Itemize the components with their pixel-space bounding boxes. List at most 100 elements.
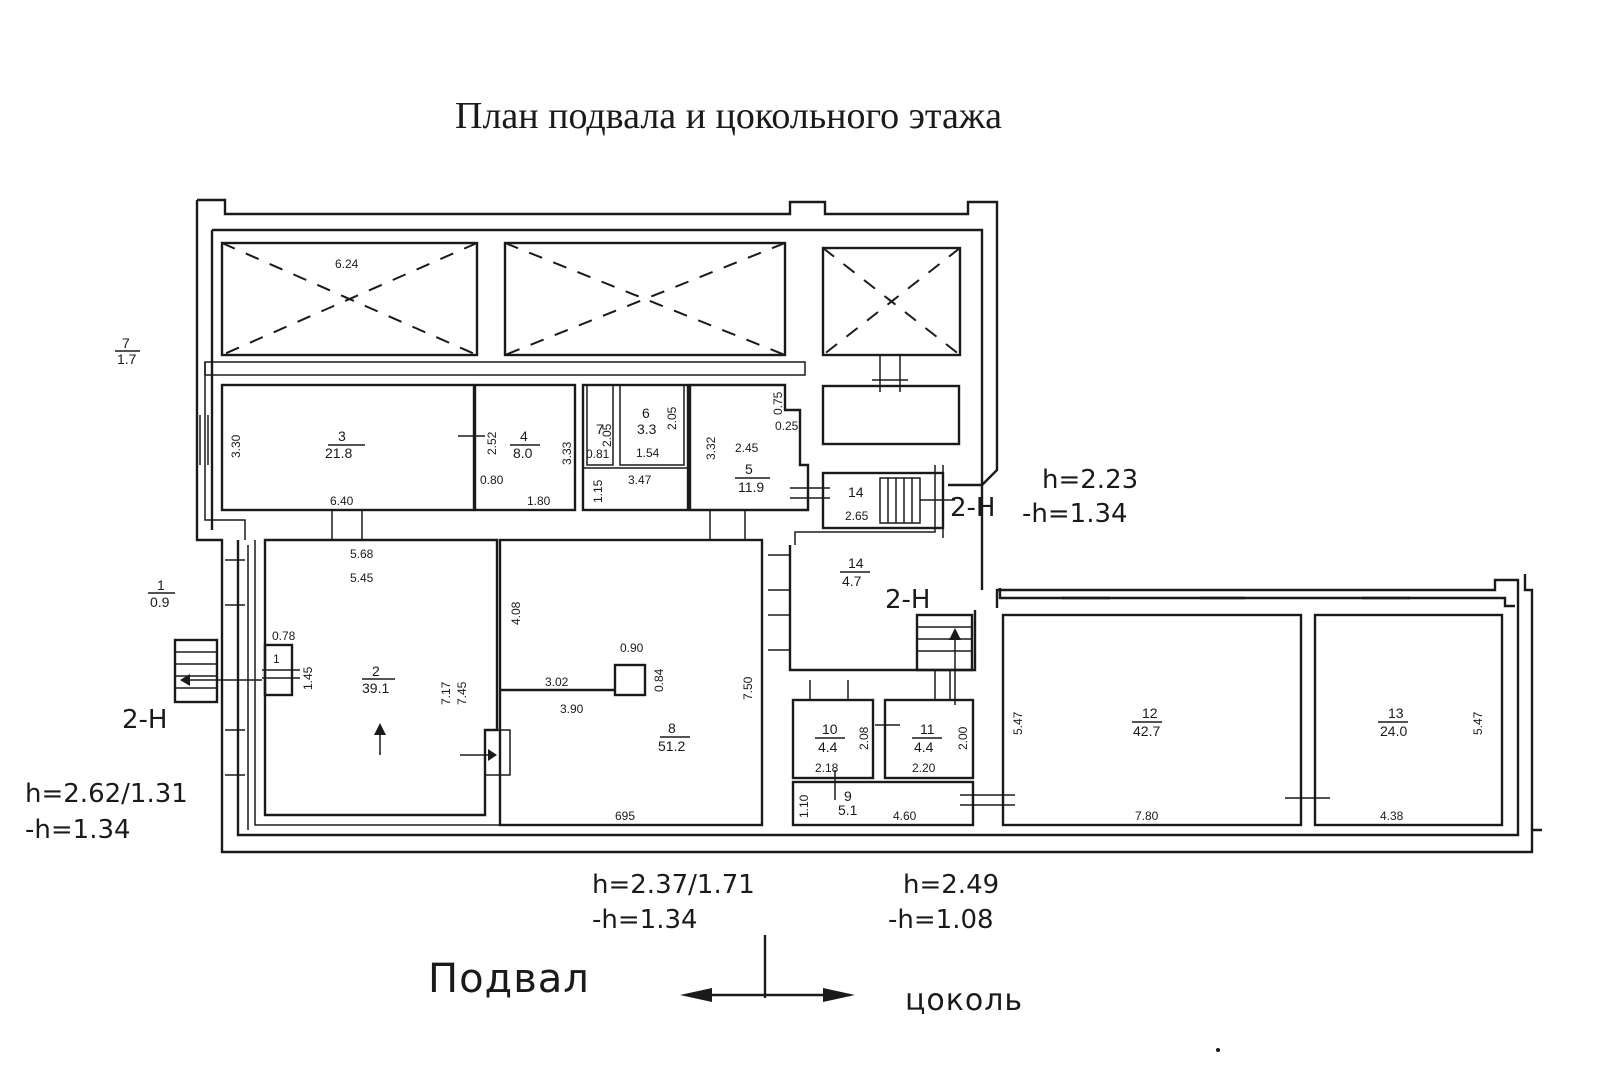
dim-2-00: 2.00: [956, 726, 970, 750]
dim-7-45: 7.45: [455, 681, 469, 705]
room-14-upper: 14 2.65: [794, 465, 955, 545]
room-1: 1: [262, 643, 300, 697]
room-4: 4 8.0 2.52 0.80 3.33 1.80: [458, 383, 577, 512]
outside-room-1: 1 0.9: [148, 577, 175, 610]
room-7-number: 7: [596, 421, 604, 437]
stair-label-top: 2-Н: [950, 493, 995, 523]
legend-basement: Подвал: [428, 956, 590, 1002]
room-9: 1.10 9 5.1 4.60: [791, 770, 1015, 827]
dim-3-32: 3.32: [704, 436, 718, 460]
room-3-area: 21.8: [325, 445, 352, 461]
room-11-area: 4.4: [914, 739, 934, 755]
entry-stair-left: [173, 559, 262, 776]
room-10: 10 4.4 2.08 2.18: [791, 680, 875, 780]
room-5-number: 5: [745, 461, 753, 477]
dim-1-54: 1.54: [636, 446, 660, 460]
arrow-right-icon: [823, 988, 855, 1002]
height-center-neg: -h=1.34: [592, 905, 698, 935]
outside-7-number: 7: [122, 335, 130, 351]
room-5-area: 11.9: [738, 479, 764, 495]
dim-2-52: 2.52: [485, 431, 499, 455]
room-4-area: 8.0: [513, 445, 533, 461]
outside-1-number: 1: [157, 577, 165, 593]
room-2-area: 39.1: [362, 680, 389, 696]
legend-plinth: цоколь: [905, 983, 1023, 1018]
room-3-number: 3: [338, 428, 346, 444]
dim-0-81: 0.81: [586, 447, 610, 461]
room-10-area: 4.4: [818, 739, 838, 755]
room-12-number: 12: [1142, 705, 1158, 721]
vault-1: 6.24: [220, 241, 479, 357]
room-9-area: 5.1: [838, 802, 858, 818]
room-11-number: 11: [920, 721, 935, 737]
dim-0-90: 0.90: [620, 641, 644, 655]
dim-5-47-a: 5.47: [1011, 711, 1025, 735]
arrow-left-icon: [680, 988, 712, 1002]
dim-0-80: 0.80: [480, 473, 504, 487]
dim-4-60: 4.60: [893, 809, 917, 823]
scan-speck: [1216, 1048, 1220, 1052]
dim-7-80: 7.80: [1135, 809, 1159, 823]
outside-1-area: 0.9: [150, 594, 170, 610]
room-6-number: 6: [642, 405, 650, 421]
dim-3-47: 3.47: [628, 473, 652, 487]
room-14-area: 4.7: [842, 573, 862, 589]
outside-7-area: 1.7: [117, 351, 137, 367]
height-center: h=2.37/1.71: [592, 870, 755, 900]
dim-7-50: 7.50: [741, 676, 755, 700]
vault-1-length: 6.24: [335, 257, 359, 271]
room-6-area: 3.3: [637, 421, 657, 437]
dim-5-68: 5.68: [350, 547, 374, 561]
dim-3-30: 3.30: [229, 434, 243, 458]
room-13-area: 24.0: [1380, 723, 1407, 739]
dim-4-08: 4.08: [509, 601, 523, 625]
vault-2: [503, 241, 787, 357]
dim-695: 695: [615, 809, 635, 823]
room-12: 5.47 12 42.7 7.80: [1001, 596, 1330, 827]
room-13: 13 24.0 5.47 4.38: [1313, 596, 1504, 827]
dim-6-40: 6.40: [330, 494, 354, 508]
dim-4-38: 4.38: [1380, 809, 1404, 823]
room-6-7-block: 7 2.05 0.81 6 3.3 2.05 1.54 3.47 1.15: [581, 383, 690, 512]
stair-label-middle: 2-Н: [885, 585, 930, 615]
room-5: 3.32 2.45 0.75 0.25 5 11.9: [688, 383, 830, 512]
outside-room-7: 7 1.7: [115, 335, 140, 367]
dim-2-20: 2.20: [912, 761, 936, 775]
stair-label-left: 2-Н: [122, 705, 167, 735]
dim-1-45: 1.45: [301, 666, 315, 690]
room-11: 11 4.4 2.00 2.20: [875, 698, 975, 780]
room-8-area: 51.2: [658, 738, 685, 754]
dim-1-80: 1.80: [527, 494, 551, 508]
dim-0-25: 0.25: [775, 419, 799, 433]
dim-5-45: 5.45: [350, 571, 374, 585]
height-right: h=2.49: [903, 870, 999, 900]
dim-0-78: 0.78: [272, 629, 296, 643]
outer-walls: [195, 198, 1542, 854]
dim-2-18: 2.18: [815, 761, 839, 775]
room-13-number: 13: [1388, 705, 1404, 721]
height-top-neg: -h=1.34: [1022, 499, 1128, 529]
room-8: 4.08 3.02 3.90 0.90 0.84 7.50 8 51.2 695: [460, 510, 764, 827]
room-2-number: 2: [372, 663, 380, 679]
dim-1-10: 1.10: [797, 794, 811, 818]
dim-3-90: 3.90: [560, 702, 584, 716]
dim-5-47-b: 5.47: [1471, 711, 1485, 735]
page-title: План подвала и цокольного этажа: [455, 95, 1002, 137]
room-4-number: 4: [520, 428, 528, 444]
dim-2-45: 2.45: [735, 441, 759, 455]
vault-3: [821, 246, 962, 357]
room-14-upper-number: 14: [848, 484, 864, 500]
dim-2-08: 2.08: [857, 726, 871, 750]
dim-2-05-a: 2.05: [600, 423, 614, 447]
dim-1-15: 1.15: [591, 479, 605, 503]
legend: Подвал цоколь: [428, 935, 1023, 1018]
dim-2-05-b: 2.05: [665, 406, 679, 430]
height-top: h=2.23: [1042, 465, 1138, 495]
dim-0-75: 0.75: [771, 391, 785, 415]
room-8-number: 8: [668, 720, 676, 736]
room-10-number: 10: [822, 721, 838, 737]
height-right-neg: -h=1.08: [888, 905, 994, 935]
dim-3-02: 3.02: [545, 675, 569, 689]
dim-2-65: 2.65: [845, 509, 869, 523]
